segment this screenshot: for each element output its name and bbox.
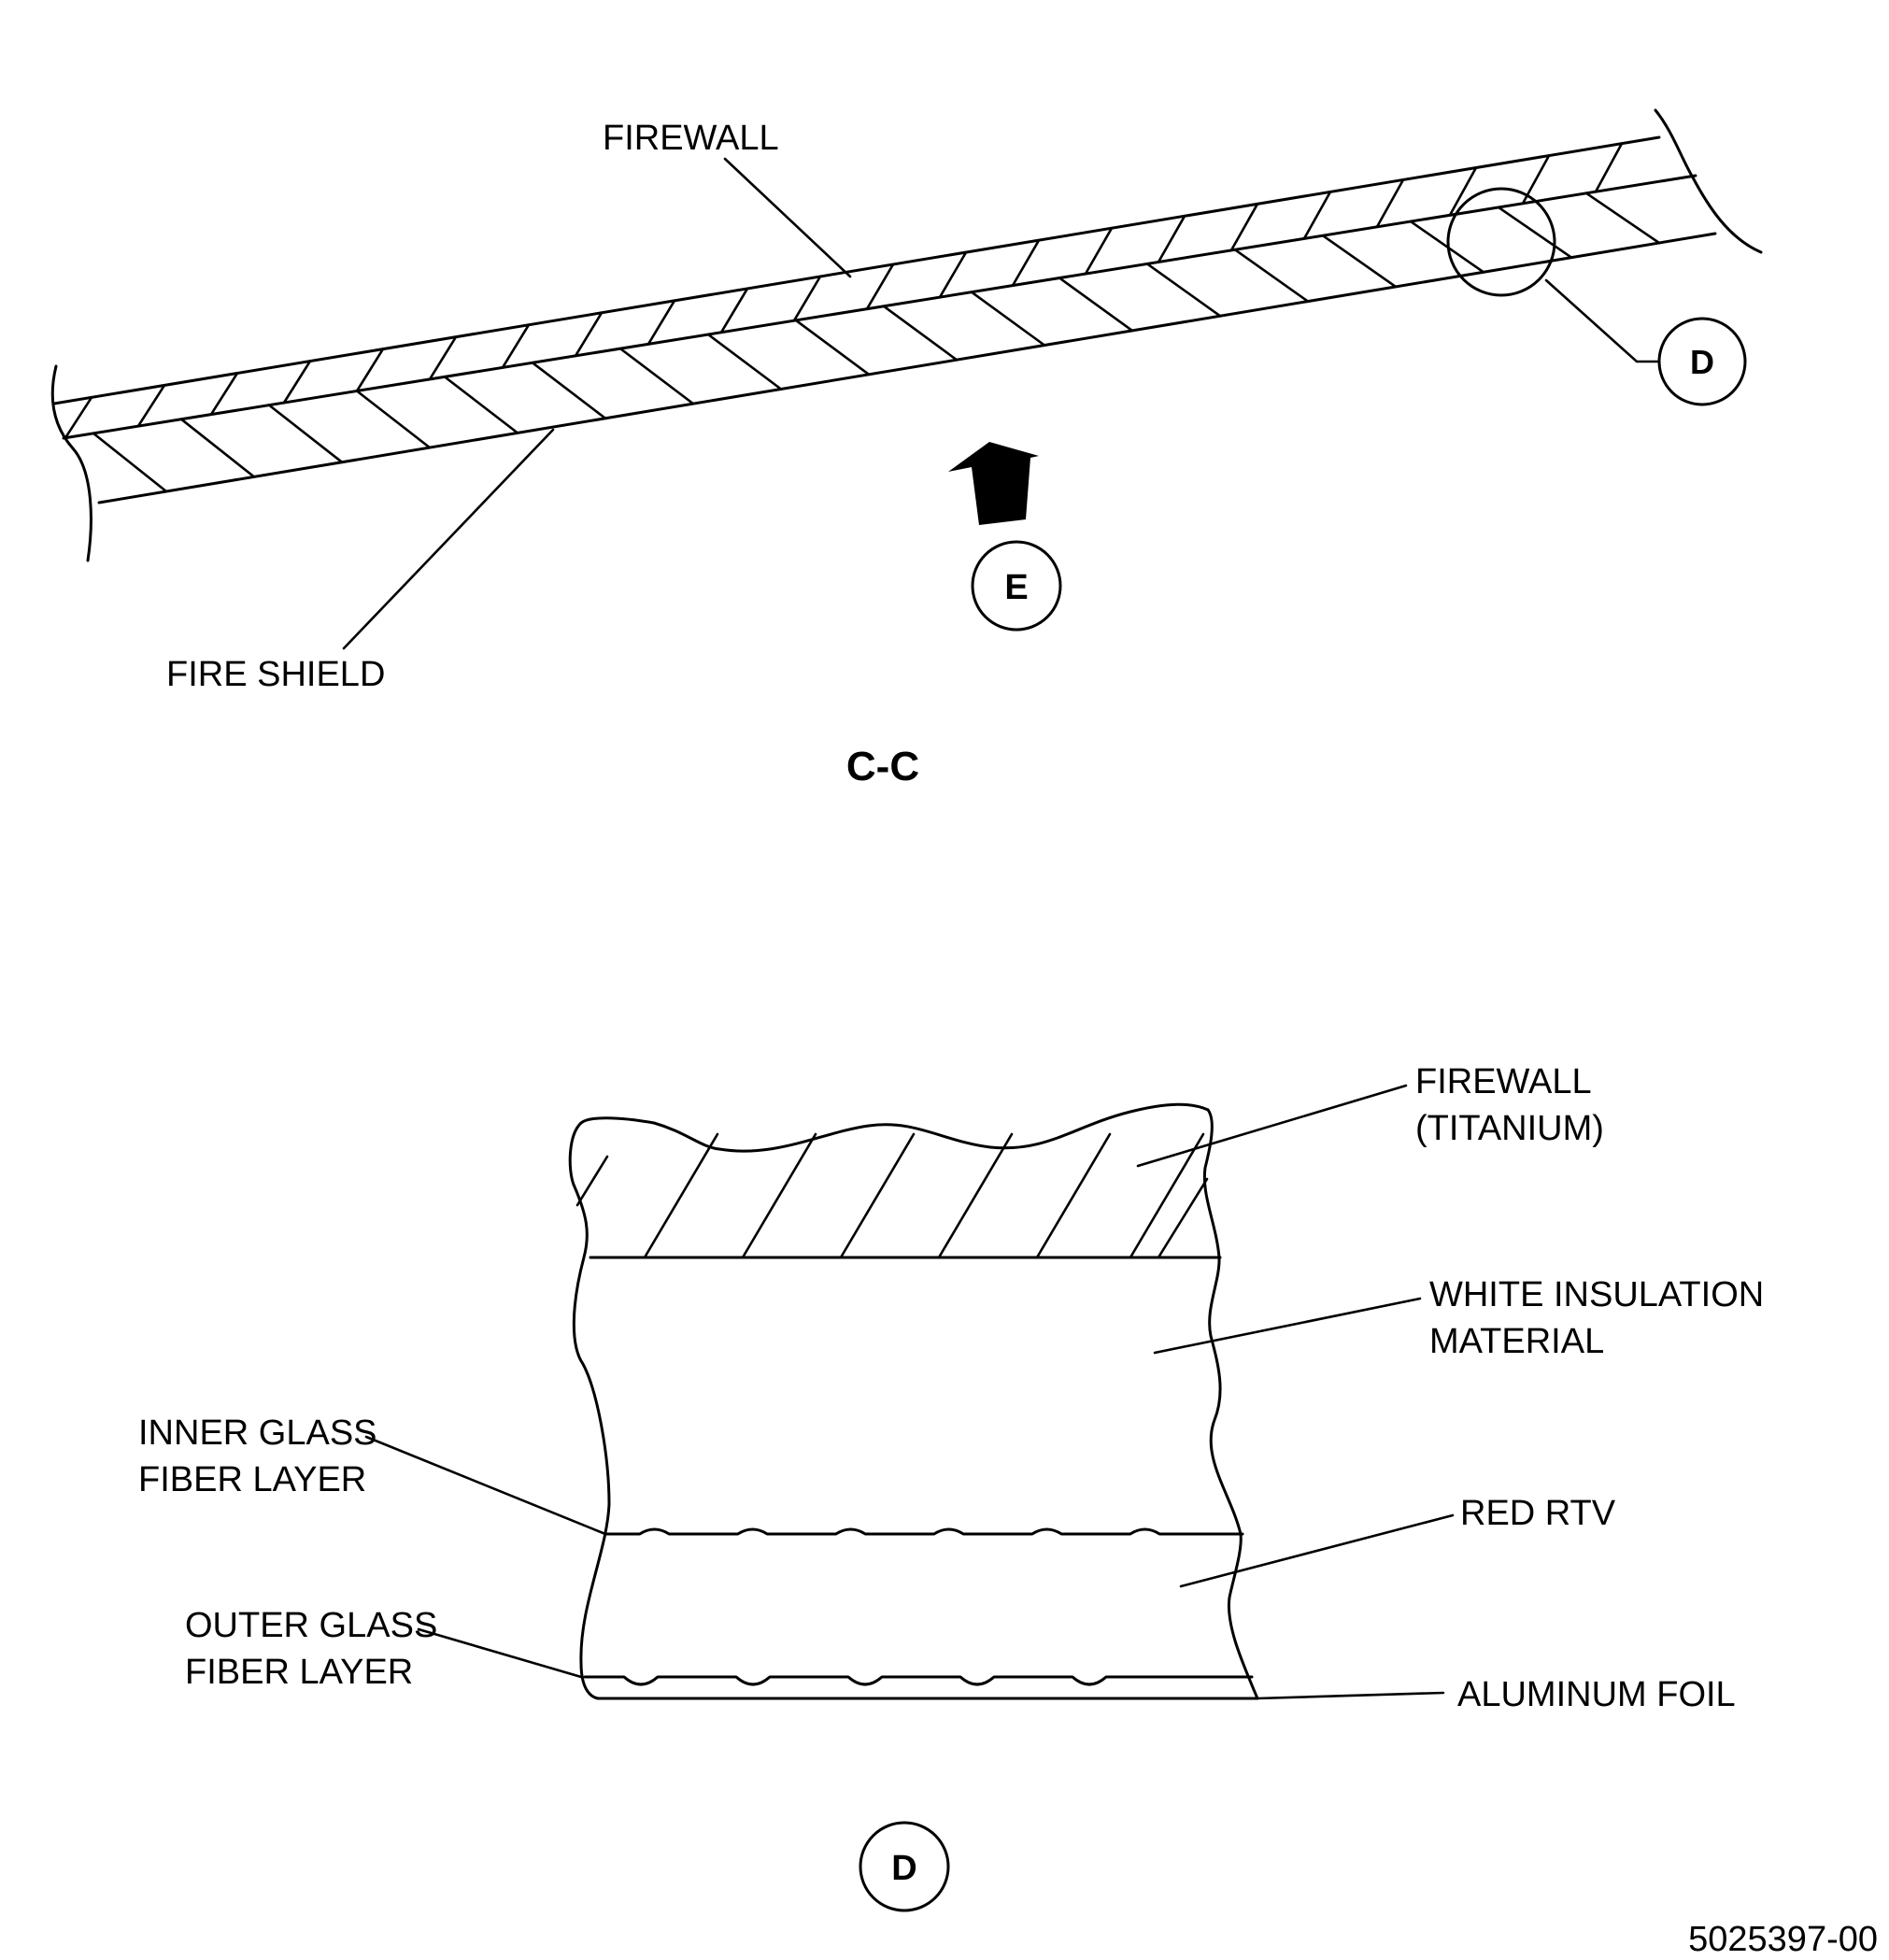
fire-shield-hatch-line	[267, 404, 344, 464]
firewall-top-edge	[52, 135, 1661, 405]
firewall-hatch-line	[1011, 238, 1041, 287]
red-rtv-label: RED RTV	[1460, 1494, 1616, 1533]
titanium-hatch	[575, 1132, 1209, 1259]
fire-shield-hatch-line	[92, 432, 168, 493]
fire-shield-hatch-line	[618, 347, 695, 405]
titanium-hatch-line	[741, 1132, 817, 1259]
detail-d-title: D	[891, 1849, 916, 1888]
fire-shield-hatch-line	[794, 319, 871, 376]
fire-shield-hatch-line	[706, 333, 783, 391]
detail-d-view: FIREWALL (TITANIUM) WHITE INSULATION MAT…	[138, 1062, 1764, 1912]
view-e-arrow	[948, 442, 1039, 525]
firewall-hatch-line	[792, 275, 822, 322]
firewall-hatch-line	[355, 348, 385, 392]
fire-shield-hatch-line	[179, 418, 256, 478]
inner-glass-leader	[364, 1435, 607, 1536]
firewall-hatch-line	[136, 384, 166, 428]
firewall-hatch-line	[1448, 166, 1478, 217]
section-cc-title: C-C	[846, 744, 919, 789]
firewall-hatch-line	[865, 263, 895, 311]
titanium-firewall-leader	[1136, 1084, 1408, 1168]
inner-glass-label-line2: FIBER LAYER	[138, 1460, 366, 1499]
fire-shield-bottom-edge	[97, 232, 1717, 504]
detail-d-title-bubble	[859, 1821, 950, 1912]
view-e-bubble	[971, 540, 1062, 632]
fire-shield-label: FIRE SHIELD	[166, 655, 385, 694]
firewall-hatch-line	[1157, 215, 1186, 263]
titanium-hatch-line	[937, 1132, 1014, 1259]
inner-glass-label-line1: INNER GLASS	[138, 1413, 377, 1453]
fire-shield-hatch	[92, 192, 1661, 493]
detail-d-leader	[1544, 278, 1661, 363]
titanium-hatch-line	[1035, 1132, 1112, 1259]
firewall-hatch-line	[938, 250, 968, 299]
outer-glass-leader	[417, 1627, 583, 1679]
detail-left-break-line	[568, 1121, 611, 1700]
detail-d-region-circle	[1446, 187, 1556, 297]
firewall-shield-interface	[62, 174, 1697, 440]
firewall-hatch-line	[1229, 203, 1259, 252]
fire-shield-hatch-line	[882, 305, 959, 362]
fire-shield-hatch-line	[1497, 206, 1573, 259]
titanium-hatch-line	[1157, 1177, 1209, 1259]
firewall-label: FIREWALL	[603, 119, 779, 158]
fire-shield-leader	[342, 428, 555, 650]
fire-shield-hatch-line	[1145, 263, 1222, 318]
fire-shield-hatch-line	[1321, 234, 1398, 289]
fire-shield-hatch-line	[1584, 192, 1661, 245]
titanium-firewall-label-line1: FIREWALL	[1415, 1062, 1592, 1101]
titanium-firewall-label-line2: (TITANIUM)	[1415, 1109, 1604, 1148]
outer-glass-fiber-layer	[583, 1675, 1254, 1686]
right-break-line	[1654, 108, 1763, 254]
detail-top-break-line	[579, 1102, 1210, 1153]
firewall-hatch-line	[501, 323, 531, 369]
detail-d-callout-bubble	[1657, 317, 1747, 406]
detail-right-break-line	[1202, 1108, 1259, 1700]
outer-glass-label-line2: FIBER LAYER	[185, 1653, 413, 1692]
firewall-hatch-line	[1302, 191, 1332, 240]
firewall-hatch-line	[1594, 142, 1624, 193]
fire-shield-hatch-line	[443, 376, 519, 434]
insulation-label-line1: WHITE INSULATION	[1429, 1275, 1764, 1314]
detail-d-callout-letter: D	[1690, 343, 1714, 381]
firewall-hatch	[64, 142, 1624, 440]
firewall-hatch-line	[428, 335, 458, 381]
red-rtv-leader	[1179, 1513, 1455, 1588]
section-cc-view: D E FIREWALL FIRE SHIELD C-C	[50, 108, 1763, 789]
firewall-hatch-line	[1084, 226, 1114, 276]
fire-shield-hatch-line	[970, 291, 1046, 347]
fire-shield-hatch-line	[1058, 277, 1134, 333]
aluminum-foil-label: ALUMINUM FOIL	[1457, 1675, 1736, 1714]
fire-shield-hatch-line	[1233, 248, 1310, 303]
firewall-hatch-line	[1375, 178, 1405, 229]
firewall-leader	[723, 157, 852, 278]
insulation-leader	[1153, 1297, 1422, 1355]
inner-glass-fiber-layer	[604, 1527, 1244, 1536]
firewall-hatch-line	[209, 372, 239, 416]
firewall-hatch-line	[282, 360, 312, 405]
firewall-hatch-line	[64, 396, 93, 440]
titanium-hatch-line	[839, 1132, 916, 1259]
fire-shield-hatch-line	[531, 361, 607, 420]
titanium-hatch-line	[1129, 1132, 1205, 1259]
insulation-label-line2: MATERIAL	[1429, 1322, 1604, 1361]
aluminum-foil-leader	[1256, 1691, 1445, 1700]
drawing-number: 5025397-00	[1688, 1920, 1878, 1959]
outer-glass-label-line1: OUTER GLASS	[185, 1606, 437, 1645]
firewall-hatch-line	[574, 311, 604, 358]
firewall-hatch-line	[646, 299, 676, 346]
view-e-letter: E	[1004, 568, 1028, 607]
left-break-line	[50, 364, 92, 562]
fire-shield-hatch-line	[355, 390, 432, 449]
firewall-hatch-line	[719, 287, 749, 334]
titanium-hatch-line	[575, 1155, 609, 1207]
titanium-hatch-line	[643, 1132, 719, 1259]
